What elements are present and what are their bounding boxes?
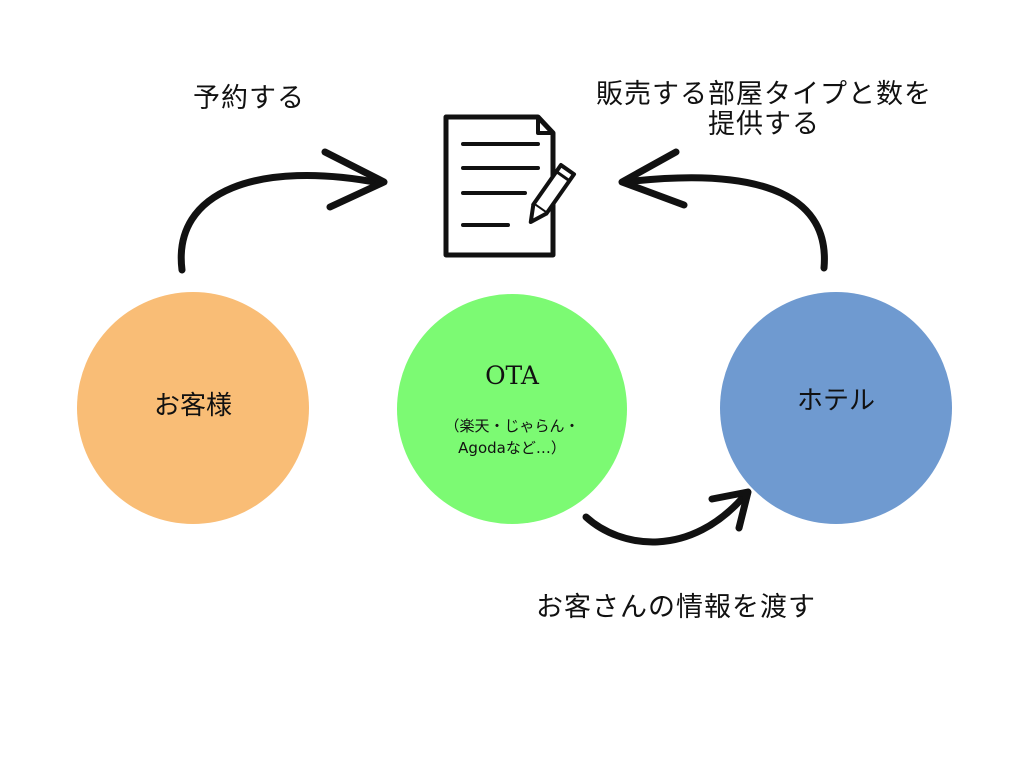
ota-subtitle-line2: Agodaなど…） <box>458 439 566 457</box>
hotel-node: ホテル <box>720 292 952 524</box>
document-with-pencil-icon <box>443 114 577 258</box>
reserve-arrow <box>177 148 388 274</box>
provide-label: 販売する部屋タイプと数を 提供する <box>586 80 942 140</box>
pass-info-label: お客さんの情報を渡す <box>536 592 816 623</box>
customer-node: お客様 <box>77 292 309 524</box>
customer-label: お客様 <box>153 391 232 421</box>
provide-label-line2: 提供する <box>708 109 820 140</box>
ota-subtitle-line1: （楽天・じゃらん・ <box>444 417 580 435</box>
pass-info-arrow <box>582 488 752 546</box>
provide-label-line1: 販売する部屋タイプと数を <box>596 79 932 110</box>
ota-node: OTA （楽天・じゃらん・ Agodaなど…） <box>397 294 627 524</box>
provide-arrow <box>618 148 828 272</box>
ota-title: OTA <box>485 361 539 390</box>
reserve-label: 予約する <box>193 83 305 114</box>
hotel-label: ホテル <box>796 386 875 416</box>
